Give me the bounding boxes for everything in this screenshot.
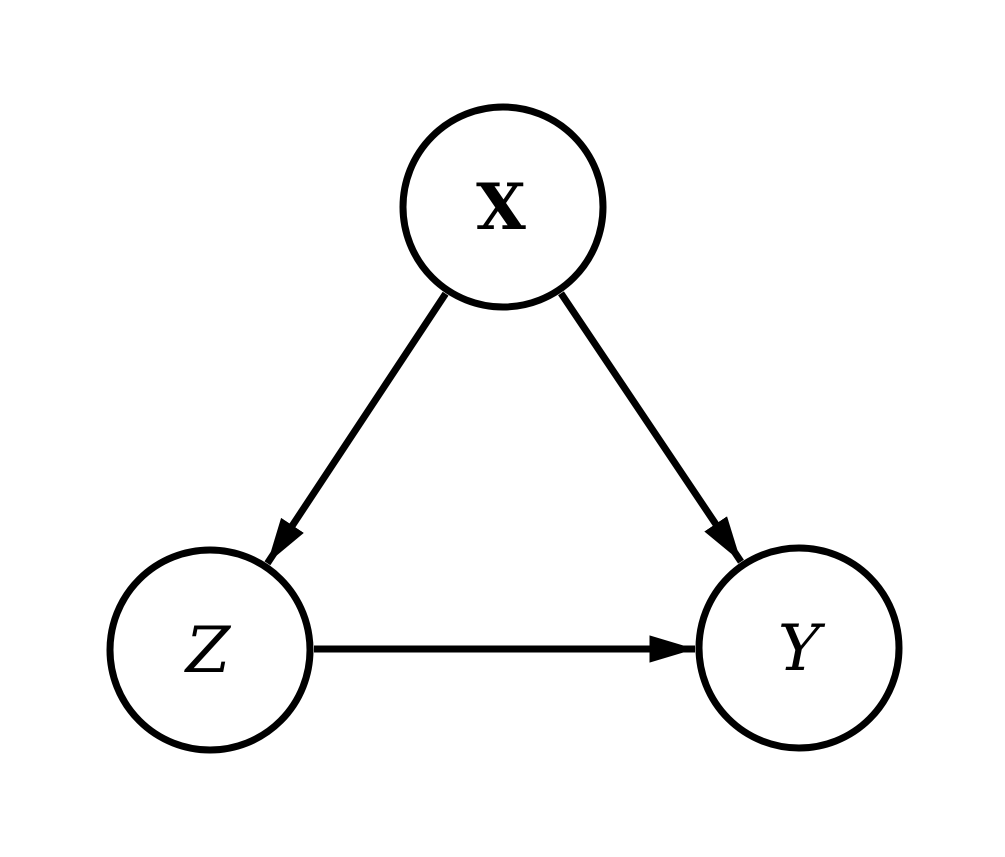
node-z-circle <box>106 546 314 754</box>
node-z-label: Z <box>184 614 232 688</box>
node-y-circle <box>695 544 903 752</box>
edge-x-to-z <box>264 291 449 566</box>
node-y-label: Y <box>778 612 826 686</box>
node-x-circle <box>399 103 607 311</box>
edge-x-to-y <box>558 291 744 564</box>
node-x-label: X <box>476 170 526 245</box>
